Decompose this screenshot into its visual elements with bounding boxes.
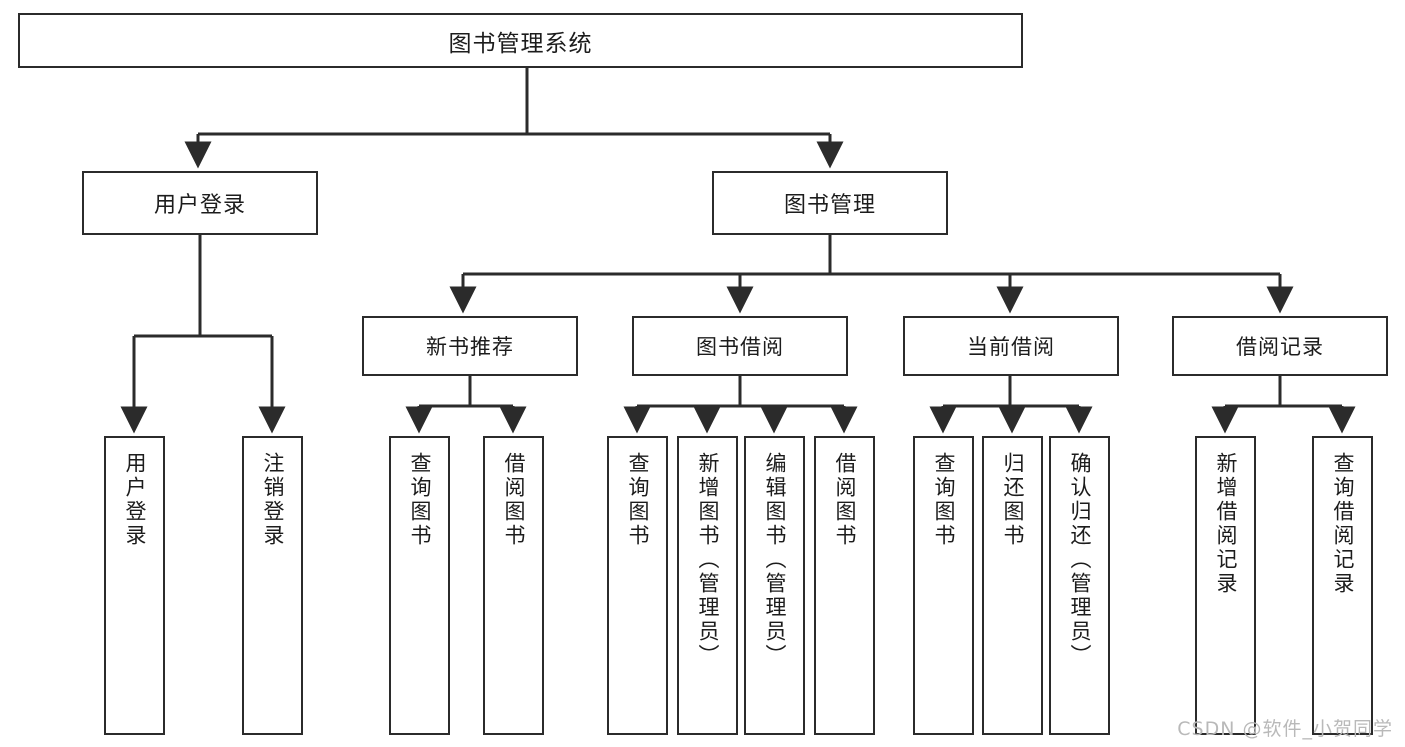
node-leaf-borrow-book-recommend[interactable]: 借阅图书 — [483, 436, 544, 735]
node-book-borrow-label: 图书借阅 — [696, 335, 784, 359]
node-leaf-query-book-borrow-label: 查询图书 — [626, 452, 650, 548]
node-leaf-edit-book-admin[interactable]: 编辑图书（管理员） — [744, 436, 805, 735]
node-user-login[interactable]: 用户登录 — [82, 171, 318, 235]
node-leaf-edit-book-admin-label: 编辑图书（管理员） — [763, 452, 787, 668]
node-borrow-record-label: 借阅记录 — [1236, 335, 1324, 359]
node-root-label: 图书管理系统 — [448, 30, 593, 57]
node-leaf-user-login[interactable]: 用户登录 — [104, 436, 165, 735]
node-root[interactable]: 图书管理系统 — [18, 13, 1023, 68]
node-book-borrow[interactable]: 图书借阅 — [632, 316, 848, 376]
node-leaf-add-book-admin[interactable]: 新增图书（管理员） — [677, 436, 738, 735]
node-leaf-query-book-current[interactable]: 查询图书 — [913, 436, 974, 735]
node-user-login-label: 用户登录 — [153, 193, 246, 218]
node-leaf-add-borrow-record-label: 新增借阅记录 — [1214, 452, 1238, 596]
node-leaf-return-book-label: 归还图书 — [1001, 452, 1025, 548]
node-leaf-add-book-admin-label: 新增图书（管理员） — [696, 452, 720, 668]
node-new-book-recommend-label: 新书推荐 — [426, 335, 514, 359]
node-leaf-query-book-recommend[interactable]: 查询图书 — [389, 436, 450, 735]
node-book-manage[interactable]: 图书管理 — [712, 171, 948, 235]
node-current-borrow-label: 当前借阅 — [967, 335, 1055, 359]
node-leaf-borrow-book-label: 借阅图书 — [833, 452, 857, 548]
node-leaf-add-borrow-record[interactable]: 新增借阅记录 — [1195, 436, 1256, 735]
node-leaf-query-book-recommend-label: 查询图书 — [408, 452, 432, 548]
node-leaf-query-book-borrow[interactable]: 查询图书 — [607, 436, 668, 735]
node-leaf-borrow-book-recommend-label: 借阅图书 — [502, 452, 526, 548]
node-leaf-user-login-label: 用户登录 — [123, 452, 147, 548]
node-leaf-confirm-return-admin-label: 确认归还（管理员） — [1068, 452, 1092, 668]
node-current-borrow[interactable]: 当前借阅 — [903, 316, 1119, 376]
node-leaf-query-borrow-record[interactable]: 查询借阅记录 — [1312, 436, 1373, 735]
node-leaf-query-book-current-label: 查询图书 — [932, 452, 956, 548]
node-leaf-logout-label: 注销登录 — [261, 452, 285, 548]
node-book-manage-label: 图书管理 — [783, 193, 876, 218]
node-leaf-confirm-return-admin[interactable]: 确认归还（管理员） — [1049, 436, 1110, 735]
node-borrow-record[interactable]: 借阅记录 — [1172, 316, 1388, 376]
node-leaf-query-borrow-record-label: 查询借阅记录 — [1331, 452, 1355, 596]
node-leaf-logout[interactable]: 注销登录 — [242, 436, 303, 735]
node-new-book-recommend[interactable]: 新书推荐 — [362, 316, 578, 376]
node-leaf-borrow-book[interactable]: 借阅图书 — [814, 436, 875, 735]
node-leaf-return-book[interactable]: 归还图书 — [982, 436, 1043, 735]
